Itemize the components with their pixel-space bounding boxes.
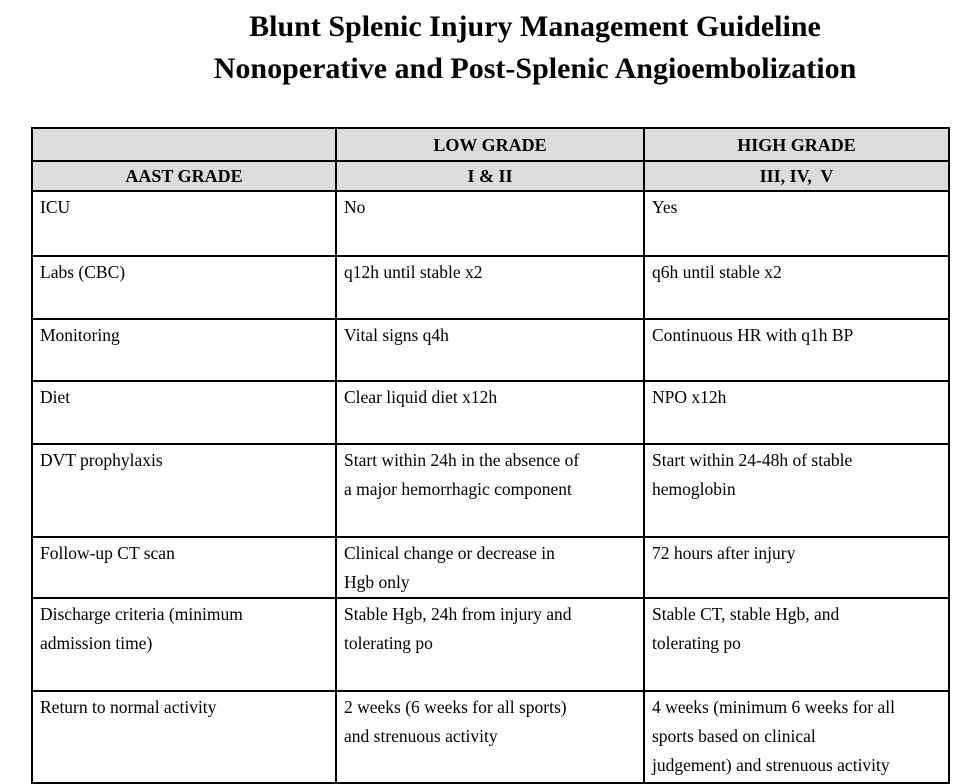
header-cell-empty: [31, 127, 337, 162]
low-grade-cell: q12h until stable x2: [335, 255, 645, 320]
row-label-cell: DVT prophylaxis: [31, 443, 337, 538]
header-cell-grades-3-4-5: III, IV, V: [643, 160, 950, 192]
high-grade-cell: Continuous HR with q1h BP: [643, 318, 950, 382]
table-row-return-to-activity: Return to normal activity 2 weeks (6 wee…: [31, 690, 950, 784]
high-grade-cell: Yes: [643, 190, 950, 257]
row-label-cell: Labs (CBC): [31, 255, 337, 320]
high-grade-cell: Start within 24-48h of stable hemoglobin: [643, 443, 950, 538]
low-grade-cell: Clinical change or decrease in Hgb only: [335, 536, 645, 599]
low-grade-cell: No: [335, 190, 645, 257]
high-grade-cell: q6h until stable x2: [643, 255, 950, 320]
low-grade-cell: Vital signs q4h: [335, 318, 645, 382]
header-cell-aast-grade: AAST GRADE: [31, 160, 337, 192]
header-cell-grades-1-2: I & II: [335, 160, 645, 192]
row-label-cell: Monitoring: [31, 318, 337, 382]
row-label-cell: Follow-up CT scan: [31, 536, 337, 599]
table-row-labs: Labs (CBC) q12h until stable x2 q6h unti…: [31, 255, 950, 320]
page-title-line1: Blunt Splenic Injury Management Guidelin…: [249, 10, 821, 43]
low-grade-cell: Clear liquid diet x12h: [335, 380, 645, 445]
high-grade-cell: 4 weeks (minimum 6 weeks for all sports …: [643, 690, 950, 784]
table-header: LOW GRADE HIGH GRADE AAST GRADE I & II I…: [31, 127, 950, 192]
table-row-discharge-criteria: Discharge criteria (minimum admission ti…: [31, 597, 950, 692]
row-label-cell: Discharge criteria (minimum admission ti…: [31, 597, 337, 692]
table-row-dvt-prophylaxis: DVT prophylaxis Start within 24h in the …: [31, 443, 950, 538]
low-grade-cell: Stable Hgb, 24h from injury and tolerati…: [335, 597, 645, 692]
header-cell-high-grade: HIGH GRADE: [643, 127, 950, 162]
low-grade-cell: Start within 24h in the absence of a maj…: [335, 443, 645, 538]
table-row-followup-ct-scan: Follow-up CT scan Clinical change or dec…: [31, 536, 950, 599]
row-label-cell: Diet: [31, 380, 337, 445]
high-grade-cell: NPO x12h: [643, 380, 950, 445]
high-grade-cell: 72 hours after injury: [643, 536, 950, 599]
table-row-icu: ICU No Yes: [31, 190, 950, 257]
table-row-monitoring: Monitoring Vital signs q4h Continuous HR…: [31, 318, 950, 382]
high-grade-cell: Stable CT, stable Hgb, and tolerating po: [643, 597, 950, 692]
table-body: ICU No Yes Labs (CBC) q12h until stable …: [31, 190, 950, 784]
table-row-diet: Diet Clear liquid diet x12h NPO x12h: [31, 380, 950, 445]
header-cell-low-grade: LOW GRADE: [335, 127, 645, 162]
header-row-grade-group: LOW GRADE HIGH GRADE: [31, 127, 950, 162]
row-label-cell: Return to normal activity: [31, 690, 337, 784]
row-label-cell: ICU: [31, 190, 337, 257]
header-row-aast-grade: AAST GRADE I & II III, IV, V: [31, 160, 950, 192]
page-title-line2: Nonoperative and Post-Splenic Angioembol…: [213, 52, 857, 85]
low-grade-cell: 2 weeks (6 weeks for all sports) and str…: [335, 690, 645, 784]
guideline-table: LOW GRADE HIGH GRADE AAST GRADE I & II I…: [31, 127, 950, 784]
page-title: Blunt Splenic Injury Management Guidelin…: [95, 6, 975, 90]
